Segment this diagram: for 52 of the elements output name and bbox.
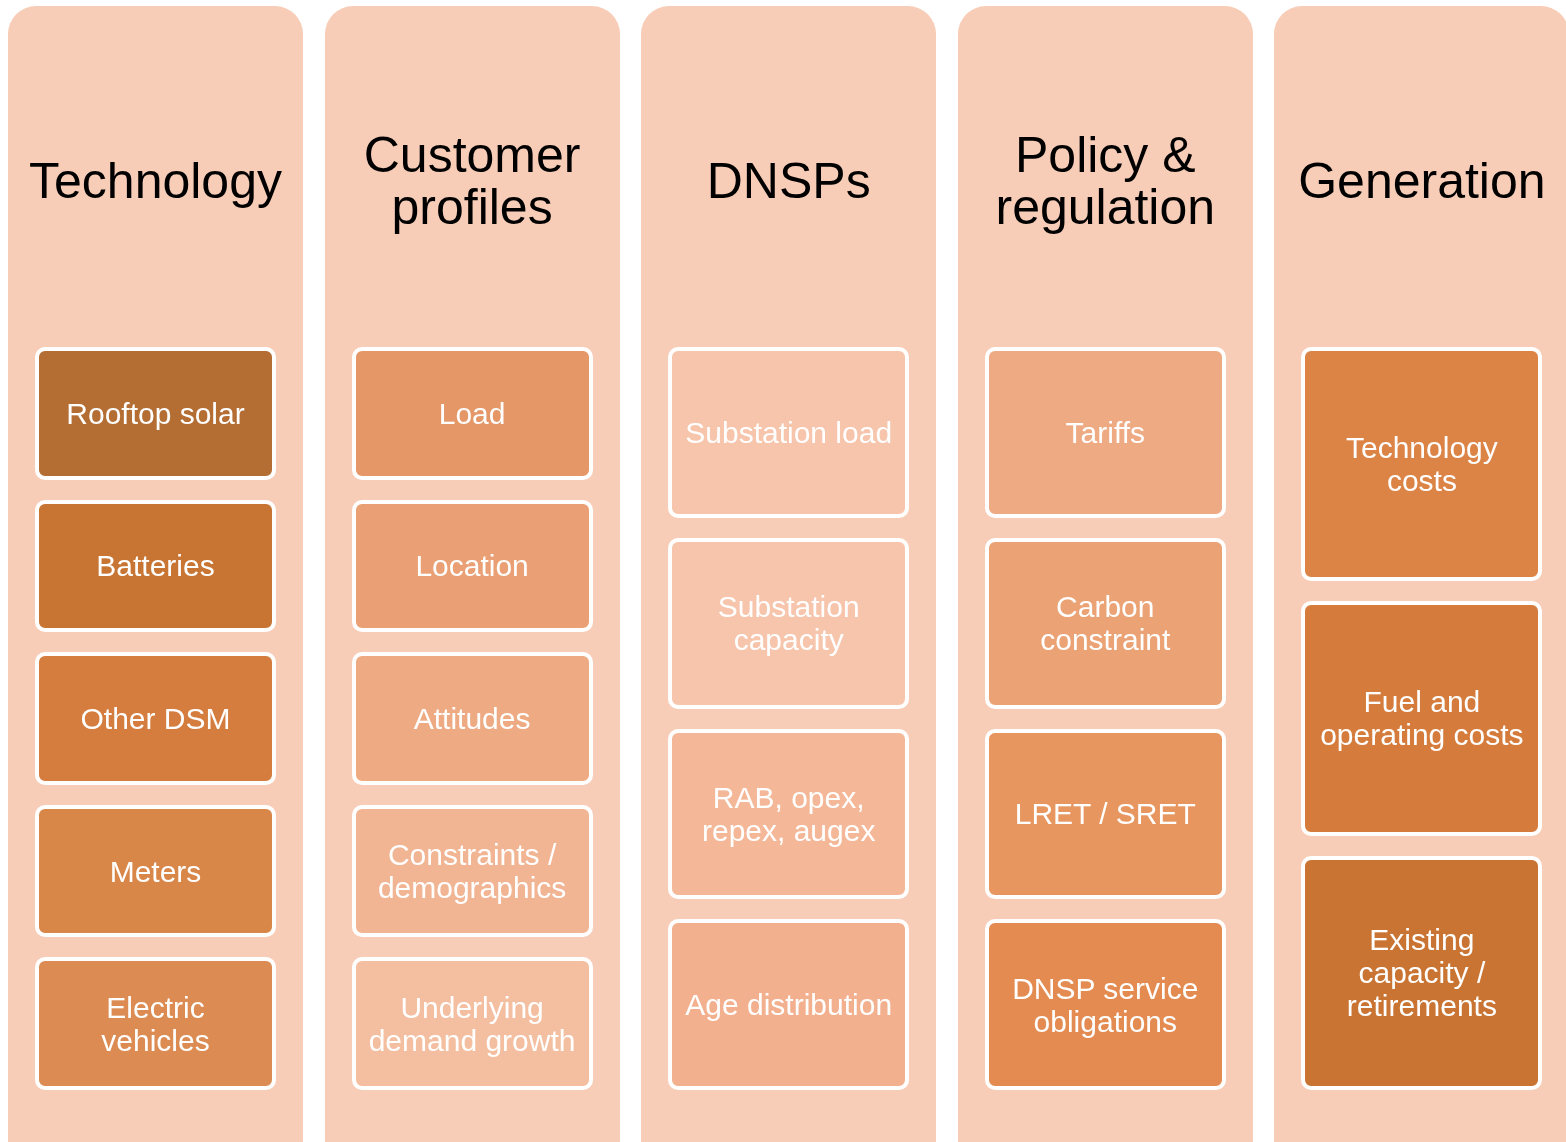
factor-box [351, 347, 593, 480]
factor-box [984, 728, 1226, 900]
column-panel [8, 6, 303, 1142]
factor-label: Tariffs [1065, 415, 1146, 449]
column-heading: Customer profiles [362, 129, 582, 233]
factor-label: Age distribution [685, 988, 893, 1022]
factor-label: Electric vehicles [100, 990, 211, 1057]
factor-box [351, 804, 593, 938]
factor-label: DNSP service obligations [1011, 971, 1200, 1038]
factor-label: Underlying demand growth [367, 990, 577, 1057]
factor-label: Carbon constraint [1039, 590, 1172, 657]
factor-box [35, 804, 276, 938]
factor-box [984, 347, 1226, 518]
factor-label: Constraints / demographics [376, 838, 568, 905]
factor-label: Load [438, 396, 506, 430]
factor-box [668, 728, 910, 900]
factor-box [351, 652, 593, 785]
factor-label: Substation load [685, 415, 893, 449]
factor-label: Location [415, 549, 529, 583]
column-panel [641, 6, 937, 1142]
factor-box [35, 652, 276, 785]
factor-label: Other DSM [80, 702, 231, 735]
column-panel [324, 6, 620, 1142]
factor-label: Existing capacity / retirements [1345, 923, 1498, 1023]
factor-label: Fuel and operating costs [1319, 685, 1525, 752]
column-heading: Technology [29, 155, 282, 207]
column-heading: Generation [1298, 155, 1546, 207]
factor-box [35, 347, 276, 480]
factor-box [351, 957, 593, 1090]
column-panel [1274, 6, 1566, 1142]
factor-box [984, 919, 1226, 1090]
factor-box [1301, 347, 1543, 582]
column-heading: DNSPs [706, 155, 871, 207]
factor-box [1301, 855, 1543, 1090]
factor-box [668, 919, 910, 1090]
factor-label: Substation capacity [716, 590, 861, 657]
factor-box [668, 537, 910, 709]
factor-label: Batteries [96, 549, 215, 583]
factor-box [668, 347, 910, 518]
column-panel [957, 6, 1253, 1142]
factor-box [984, 537, 1226, 709]
factor-label: Rooftop solar [66, 396, 245, 430]
factor-label: LRET / SRET [1014, 797, 1196, 831]
factor-label: Meters [109, 854, 202, 888]
column-heading: Policy & regulation [994, 129, 1217, 233]
factor-box [35, 499, 276, 633]
factor-label: Attitudes [413, 702, 531, 735]
factor-label: RAB, opex, repex, augex [700, 780, 877, 847]
factor-label: Technology costs [1345, 431, 1499, 498]
factor-box [351, 499, 593, 633]
factor-box [35, 957, 276, 1090]
factor-box [1301, 601, 1543, 836]
